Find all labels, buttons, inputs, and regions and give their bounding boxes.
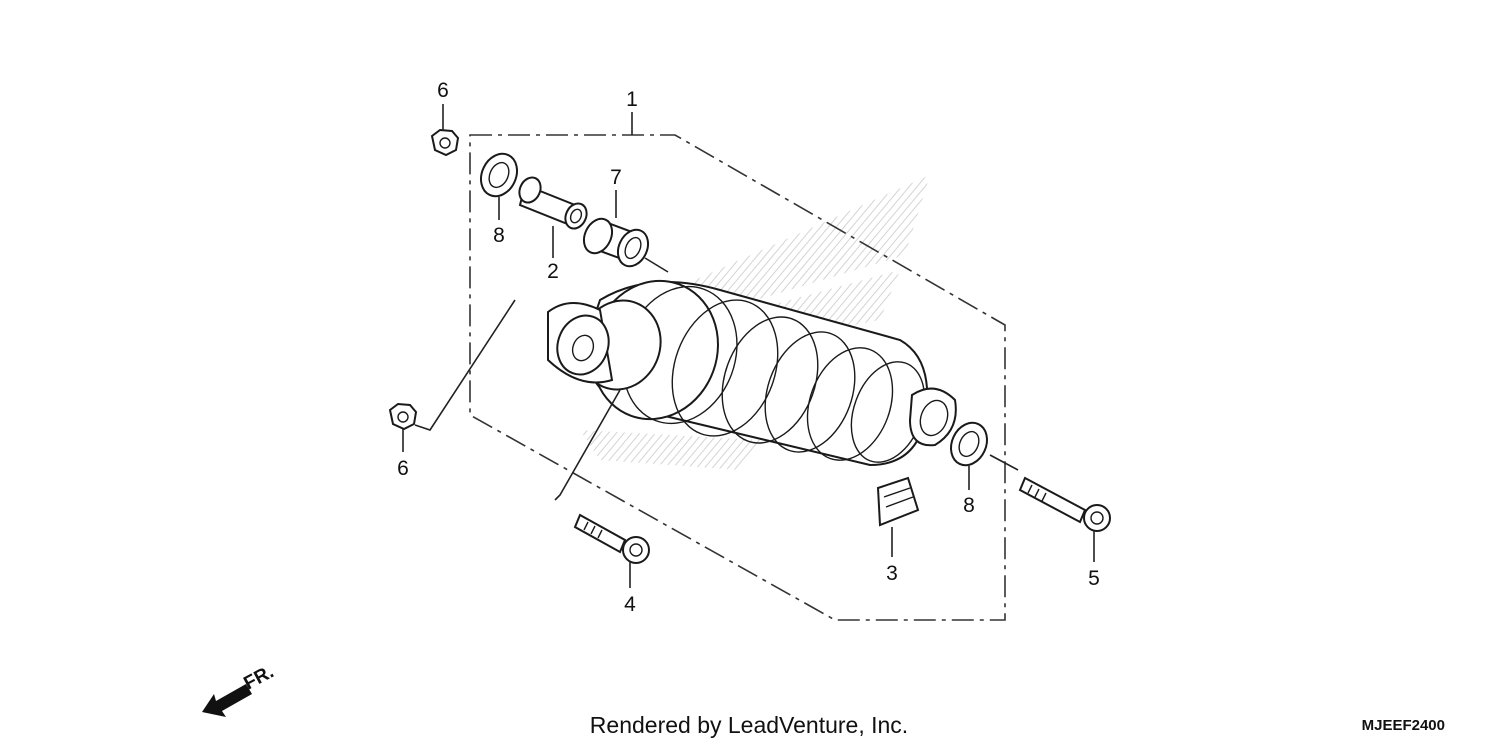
callout-6-left[interactable]: 6 (397, 457, 409, 480)
oil-seal-top[interactable] (474, 148, 523, 202)
leader-5-link (989, 454, 1019, 471)
callout-6-top[interactable]: 6 (437, 79, 449, 102)
caution-label[interactable] (876, 476, 920, 527)
nut-left[interactable] (388, 402, 418, 431)
leader-7b (644, 257, 669, 273)
bushing[interactable] (579, 214, 654, 271)
diagram-code: MJEEF2400 (1362, 717, 1445, 734)
callout-5[interactable]: 5 (1088, 567, 1100, 590)
bolt-lower-right[interactable] (1018, 476, 1111, 532)
bolt-lower-left[interactable] (573, 513, 650, 564)
leader-4-link (554, 389, 621, 501)
assembly-outline (469, 134, 1006, 621)
nut-top[interactable] (430, 128, 460, 157)
shock-absorber[interactable] (547, 263, 957, 472)
oil-seal-lower[interactable] (944, 417, 993, 471)
callout-8-top[interactable]: 8 (493, 224, 505, 247)
callout-8-lower[interactable]: 8 (963, 494, 975, 517)
callout-7[interactable]: 7 (610, 166, 622, 189)
callout-4[interactable]: 4 (624, 593, 636, 616)
callout-2[interactable]: 2 (547, 260, 559, 283)
front-direction-arrow: FR. (202, 662, 277, 717)
callout-3[interactable]: 3 (886, 562, 898, 585)
collar[interactable] (515, 174, 590, 232)
render-credit: Rendered by LeadVenture, Inc. (590, 712, 908, 738)
leader-6b-link (414, 299, 516, 431)
callout-1[interactable]: 1 (626, 88, 638, 111)
